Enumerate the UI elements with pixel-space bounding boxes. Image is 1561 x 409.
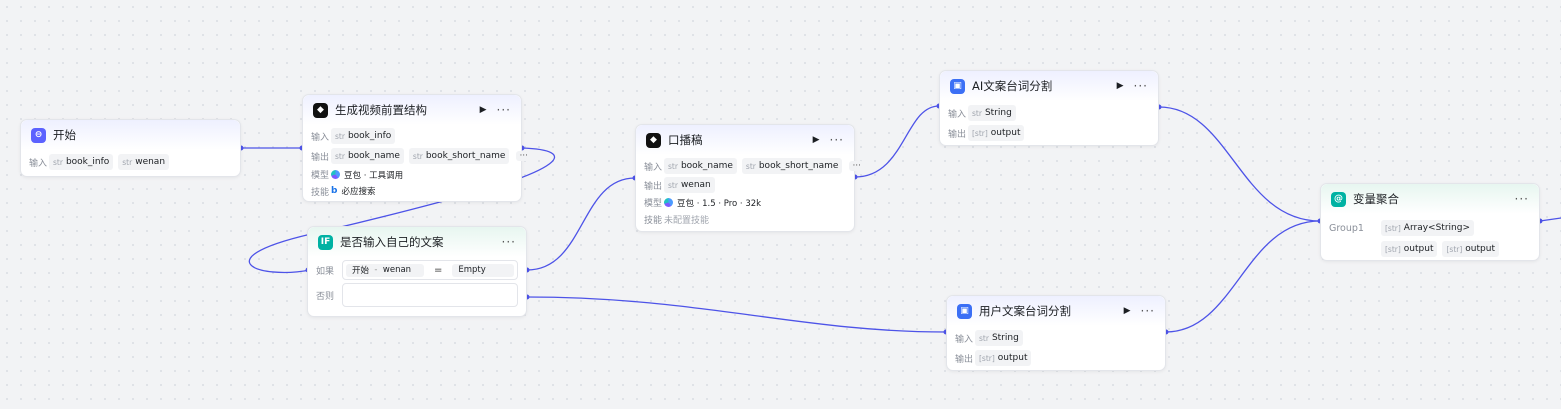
ai-split-node-title: AI文案台词分割	[972, 79, 1053, 93]
condition-node-header: IF 是否输入自己的文案 ···	[308, 227, 526, 257]
ai-split-node-header: ▣ AI文案台词分割 ▶ ···	[940, 71, 1158, 101]
more-options-button[interactable]: ···	[1514, 192, 1529, 206]
input-label: 输入	[948, 109, 967, 120]
variable-aggregate-node[interactable]: @ 变量聚合 ··· Group1 [str]Array<String> [st…	[1320, 183, 1540, 261]
run-button[interactable]: ▶	[812, 135, 820, 145]
broadcast-node-header: ◆ 口播稿 ▶ ···	[636, 125, 854, 155]
edge-ai-split-to-aggregate	[1158, 106, 1321, 222]
input-label: 输入	[29, 158, 48, 169]
code-icon: ▣	[950, 78, 965, 94]
user-split-node-header: ▣ 用户文案台词分割 ▶ ···	[947, 296, 1165, 326]
more-options-button[interactable]: ···	[829, 133, 844, 147]
condition-value[interactable]: Empty	[452, 263, 514, 277]
group-item-tag: [str]output	[1442, 241, 1499, 257]
if-label: 如果	[316, 266, 335, 277]
gen-node-title: 生成视频前置结构	[335, 103, 427, 117]
if-icon: IF	[318, 234, 333, 250]
edge-if-true-to-broadcast	[526, 177, 636, 271]
else-branch-box	[342, 283, 518, 307]
condition-node-title: 是否输入自己的文案	[340, 235, 444, 249]
code-icon: ▣	[957, 303, 972, 319]
run-button[interactable]: ▶	[1116, 81, 1124, 91]
aggregate-node-header: @ 变量聚合 ···	[1321, 184, 1539, 214]
skill-name: 未配置技能	[664, 215, 710, 226]
user-split-node-title: 用户文案台词分割	[979, 304, 1071, 318]
aggregate-node-title: 变量聚合	[1353, 192, 1399, 206]
condition-variable[interactable]: 开始 - wenan	[346, 263, 424, 277]
more-options-button[interactable]: ···	[501, 235, 516, 249]
more-inputs-indicator[interactable]: ···	[849, 161, 865, 171]
output-label: 输出	[955, 354, 974, 365]
output-tag: [str]output	[975, 350, 1032, 366]
model-name: 豆包 · 工具调用	[344, 170, 404, 181]
skill-name: 必应搜索	[341, 187, 376, 197]
condition-expression[interactable]: 开始 - wenan = Empty	[342, 260, 518, 280]
aggregate-icon: @	[1331, 191, 1346, 207]
run-button[interactable]: ▶	[1123, 306, 1131, 316]
start-node-title: 开始	[53, 128, 76, 142]
output-tag: [str]output	[968, 125, 1025, 141]
condition-operator[interactable]: =	[434, 264, 443, 276]
gen-node-header: ◆ 生成视频前置结构 ▶ ···	[303, 95, 521, 125]
llm-icon: ◆	[313, 102, 328, 118]
broadcast-node-title: 口播稿	[668, 133, 703, 147]
doubao-model-icon	[664, 198, 673, 207]
more-options-button[interactable]: ···	[496, 103, 511, 117]
more-options-button[interactable]: ···	[1133, 79, 1148, 93]
run-button[interactable]: ▶	[479, 105, 487, 115]
output-label: 输出	[311, 152, 330, 163]
edge-user-split-to-aggregate	[1165, 220, 1321, 333]
group-type-tag: [str]Array<String>	[1381, 220, 1474, 236]
more-options-button[interactable]: ···	[1140, 304, 1155, 318]
edge-broadcast-to-ai-split	[854, 105, 940, 178]
model-label: 模型	[644, 199, 663, 209]
else-label: 否则	[316, 291, 335, 302]
input-label: 输入	[955, 334, 974, 345]
edge-aggregate-out	[1539, 217, 1561, 222]
start-node-header: ⊖ 开始	[21, 120, 240, 150]
group-label: Group1	[1329, 222, 1364, 234]
input-label: 输入	[644, 162, 663, 173]
llm-icon: ◆	[646, 132, 661, 148]
bing-icon: b	[331, 186, 338, 196]
edge-if-else-to-user-split	[526, 296, 947, 333]
skill-label: 技能	[311, 187, 330, 198]
output-label: 输出	[948, 129, 967, 140]
input-label: 输入	[311, 132, 330, 143]
skill-label: 技能	[644, 215, 663, 226]
start-icon: ⊖	[31, 127, 46, 143]
group-item-tag: [str]output	[1381, 241, 1438, 257]
output-label: 输出	[644, 181, 663, 192]
model-name: 豆包 · 1.5 · Pro · 32k	[677, 198, 762, 209]
condition-node[interactable]: IF 是否输入自己的文案 ··· 如果 开始 - wenan = Empty 否…	[307, 226, 527, 317]
more-outputs-indicator[interactable]: ···	[516, 151, 532, 161]
model-label: 模型	[311, 171, 330, 181]
doubao-model-icon	[331, 170, 340, 179]
